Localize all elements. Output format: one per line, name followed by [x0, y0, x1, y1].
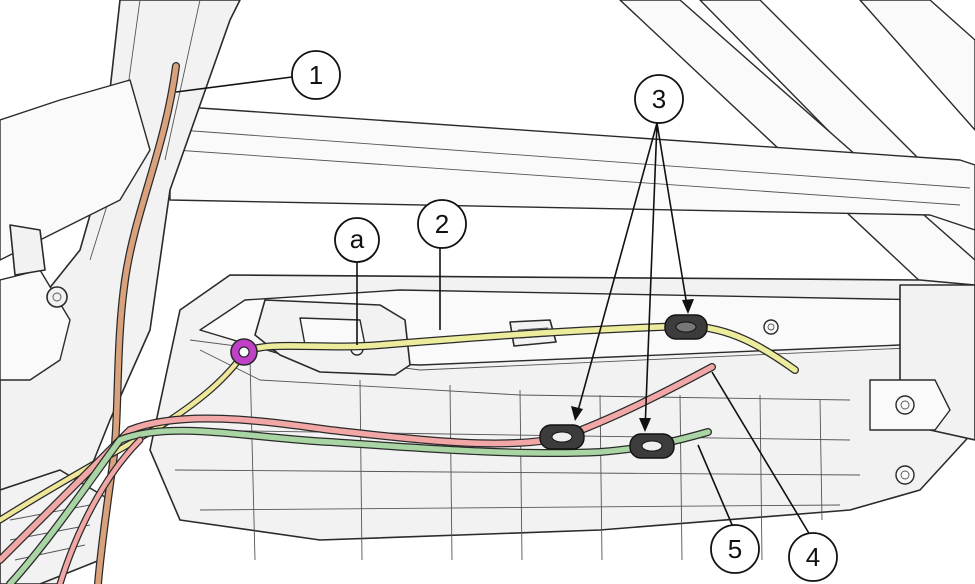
- callout-3: 3: [634, 74, 684, 124]
- callout-a: a: [334, 217, 380, 263]
- callout-4-label: 4: [806, 542, 820, 572]
- callout-1-label: 1: [309, 60, 323, 90]
- grommet-upper: [664, 314, 708, 340]
- arrow-head: [571, 406, 583, 421]
- callout-2-label: 2: [435, 209, 449, 239]
- arrow-head: [682, 299, 694, 314]
- callout-5: 5: [710, 524, 760, 574]
- callout-2: 2: [417, 199, 467, 249]
- top-rail: [169, 94, 975, 231]
- callout-leaders: [175, 76, 811, 536]
- tray-screw: [763, 319, 779, 335]
- callout-5-label: 5: [728, 534, 742, 564]
- callout-1: 1: [291, 50, 341, 100]
- left-bolt: [46, 286, 68, 308]
- grommet-middle: [539, 424, 585, 450]
- bracket-slot: [299, 317, 366, 346]
- right-bolt-lower: [895, 465, 915, 485]
- grommet-lower: [629, 433, 675, 459]
- right-bolt-upper: [895, 395, 915, 415]
- callout-a-label: a: [350, 224, 365, 254]
- arrow-head: [639, 418, 651, 432]
- callout-4: 4: [788, 532, 838, 582]
- cable-1: [95, 63, 179, 584]
- callout-3-label: 3: [652, 84, 666, 114]
- left-tab: [9, 224, 46, 276]
- cable-4: [0, 364, 715, 563]
- upper-right-tube-top: [859, 0, 975, 131]
- cable-5: [7, 427, 711, 584]
- cables: [0, 62, 799, 584]
- left-bracket: [0, 79, 151, 261]
- cable-2: [242, 323, 798, 373]
